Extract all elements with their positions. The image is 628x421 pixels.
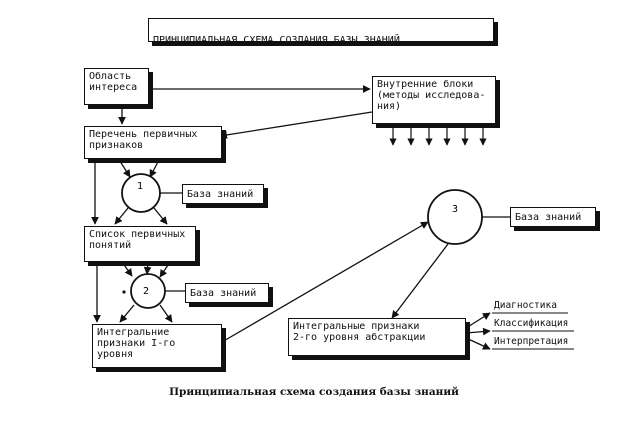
arrow-n3-to-integral2 xyxy=(391,243,449,319)
node-3-label: 3 xyxy=(452,204,458,215)
diagram-title: ПРИНЦИПИАЛЬНАЯ СХЕМА СОЗДАНИЯ БАЗЫ ЗНАНИ… xyxy=(153,35,400,46)
box-area-of-interest: Область интереса xyxy=(84,68,149,105)
box-integral-level-2: Интегральные признаки 2-го уровня абстра… xyxy=(288,318,466,356)
arrow-list-to-n1-b xyxy=(149,157,161,178)
node-1-label: 1 xyxy=(137,181,143,192)
arrow-to-classification xyxy=(465,327,491,336)
node-3-circle xyxy=(427,189,483,245)
arrow-n1-to-concepts-b xyxy=(153,207,168,225)
knowledge-base-1: База знаний xyxy=(182,184,264,204)
output-diagnostics: Диагностика xyxy=(494,300,557,311)
arrow-n2-to-integral1-b xyxy=(159,304,173,323)
arrow-list-to-n1-a xyxy=(117,157,131,178)
arrow-internal-to-list xyxy=(219,111,373,139)
output-interpretation: Интерпретация xyxy=(494,336,569,347)
box-integral-level-1: Интегральние признаки I-го уровня xyxy=(92,324,222,368)
diagram-title-box: ПРИНЦИПИАЛЬНАЯ СХЕМА СОЗДАНИЯ БАЗЫ ЗНАНИ… xyxy=(148,18,494,46)
box-internal-blocks: Внутренние блоки (методы исследова- ния) xyxy=(372,76,496,124)
dot-mark xyxy=(122,290,126,294)
figure-caption: Принципиальная схема создания базы знани… xyxy=(169,386,459,398)
arrow-to-interpretation xyxy=(465,337,491,350)
knowledge-base-2: База знаний xyxy=(185,283,269,303)
arrow-n1-to-concepts-a xyxy=(114,207,129,225)
arrow-concepts-to-n2-a xyxy=(121,261,133,277)
node-2-label: 2 xyxy=(143,286,149,297)
output-classification: Классификация xyxy=(494,318,569,329)
arrow-concepts-to-n2-b xyxy=(143,261,152,275)
box-primary-concepts: Список первичных понятий xyxy=(84,226,196,262)
knowledge-base-3: База знаний xyxy=(510,207,596,227)
node-1-circle xyxy=(121,173,161,213)
arrow-integral1-to-n3 xyxy=(221,221,429,343)
internal-output-arrows xyxy=(389,124,487,146)
arrow-n2-to-integral1-a xyxy=(119,304,135,323)
arrow-concepts-to-n2-c xyxy=(159,261,171,278)
arrow-to-diagnostics xyxy=(465,312,491,329)
box-primary-features: Перечень первичных признаков xyxy=(84,126,222,159)
